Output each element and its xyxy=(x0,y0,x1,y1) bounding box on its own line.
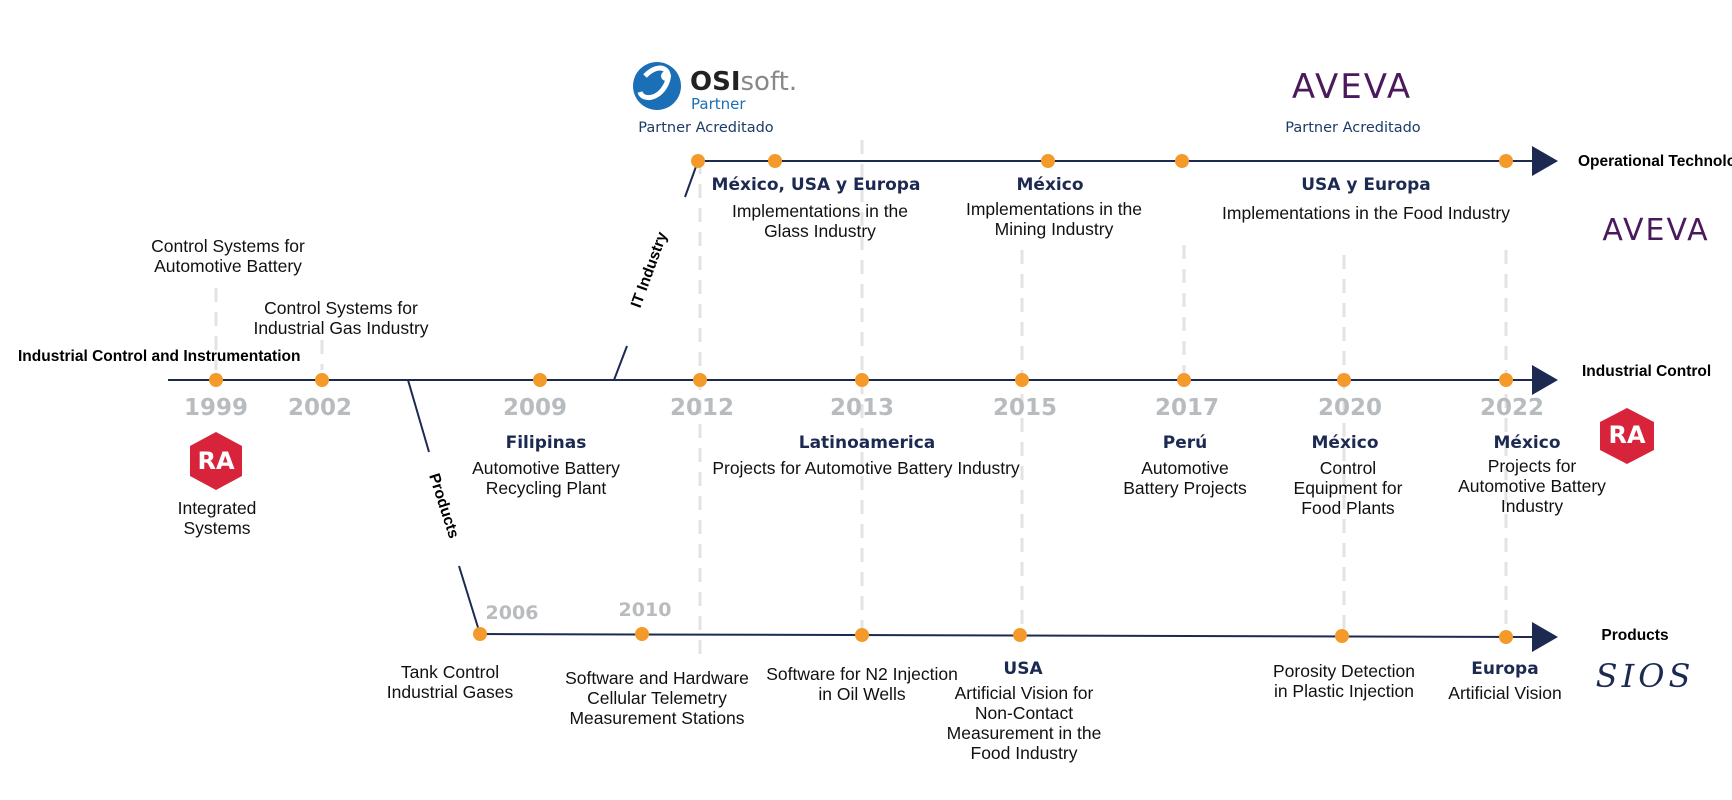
products-arrowhead xyxy=(1532,622,1558,652)
dot-p-2013 xyxy=(855,628,869,642)
ra-logo-left-icon xyxy=(190,432,242,490)
product-2022-region: Europa xyxy=(1471,659,1539,679)
ic-arrowhead xyxy=(1532,365,1558,395)
lane-label-ic: Industrial Control xyxy=(1582,363,1712,380)
year-guides xyxy=(214,140,1508,655)
sios-logo: SIOS xyxy=(1595,657,1695,695)
note-1999: Control Systems for Automotive Battery xyxy=(151,236,305,277)
osisoft-partner-label: Partner xyxy=(691,95,746,113)
ot-event-2-desc: Implementations in the Mining Industry xyxy=(965,199,1143,240)
ra-logo-right-text: RA xyxy=(1608,421,1646,449)
ot-event-1-region: México, USA y Europa xyxy=(711,175,921,195)
osisoft-logo-main: OSI xyxy=(690,67,741,97)
dot-ot-2017 xyxy=(1175,154,1189,168)
dot-ic-2009 xyxy=(533,373,547,387)
product-2015-region: USA xyxy=(1003,659,1043,679)
ic-event-2013-desc: Projects for Automotive Battery Industry xyxy=(712,458,1020,478)
ra-caption: Integrated Systems xyxy=(177,498,257,539)
dot-p-2020 xyxy=(1335,629,1349,643)
ra-logo-left-text: RA xyxy=(197,447,235,475)
arrowheads xyxy=(1532,146,1558,652)
aveva-caption: Partner Acreditado xyxy=(1285,120,1421,136)
milestone-dots xyxy=(209,154,1513,644)
dot-ot-2012 xyxy=(691,154,705,168)
product-2006-desc: Tank Control Industrial Gases xyxy=(386,662,514,703)
dot-ot-glass xyxy=(768,154,782,168)
product-2010-desc: Software and Hardware Cellular Telemetry… xyxy=(565,668,749,729)
lane-label-ot: Operational Technologies xyxy=(1578,153,1732,170)
dot-p-2006 xyxy=(473,627,487,641)
dot-ic-2020 xyxy=(1337,373,1351,387)
year-2009: 2009 xyxy=(502,395,567,421)
year-2006: 2006 xyxy=(485,602,539,624)
ic-event-2013-region: Latinoamerica xyxy=(798,433,936,453)
timeline-lines xyxy=(168,160,1536,638)
ic-event-2020-region: México xyxy=(1311,433,1379,453)
product-2022-desc: Artificial Vision xyxy=(1448,683,1562,703)
ic-event-2022-region: México xyxy=(1493,433,1561,453)
ic-event-2017-region: Perú xyxy=(1162,433,1208,453)
dot-p-2022 xyxy=(1499,630,1513,644)
product-2015-desc: Artificial Vision for Non-Contact Measur… xyxy=(946,683,1102,764)
osisoft-logo-icon xyxy=(633,62,681,110)
ic-event-2020-desc: Control Equipment for Food Plants xyxy=(1293,458,1403,519)
dot-p-2010 xyxy=(635,627,649,641)
products-branch-line xyxy=(407,379,430,453)
dot-ic-2012 xyxy=(693,373,707,387)
product-2013-desc: Software for N2 Injection in Oil Wells xyxy=(766,664,958,705)
dot-ic-2017 xyxy=(1177,373,1191,387)
year-2017: 2017 xyxy=(1154,395,1219,421)
aveva-logo-side: AVEVA xyxy=(1602,213,1710,248)
year-2022: 2022 xyxy=(1479,395,1544,421)
ic-event-2022-desc: Projects for Automotive Battery Industry xyxy=(1458,456,1606,517)
note-2002: Control Systems for Industrial Gas Indus… xyxy=(253,298,429,339)
ot-event-2-region: México xyxy=(1016,175,1084,195)
year-2012: 2012 xyxy=(669,395,734,421)
year-2010: 2010 xyxy=(618,599,672,621)
dot-ic-1999 xyxy=(209,373,223,387)
ra-logo-right-icon xyxy=(1600,408,1654,464)
osisoft-logo-suffix: soft. xyxy=(740,67,798,97)
dot-p-2015 xyxy=(1013,628,1027,642)
ot-event-3-region: USA y Europa xyxy=(1301,175,1431,195)
dot-ot-mining xyxy=(1041,154,1055,168)
year-2013: 2013 xyxy=(829,395,894,421)
dot-ic-2015 xyxy=(1015,373,1029,387)
products-line xyxy=(479,633,1536,638)
ot-event-1-desc: Implementations in the Glass Industry xyxy=(731,201,909,242)
products-branch-line-lower xyxy=(458,565,481,635)
aveva-logo-top: AVEVA xyxy=(1291,67,1413,107)
dot-ot-2022 xyxy=(1499,154,1513,168)
it-branch-line xyxy=(613,345,628,381)
lane-label-start: Industrial Control and Instrumentation xyxy=(18,348,301,365)
ic-event-2009-desc: Automotive Battery Recycling Plant xyxy=(472,458,620,499)
ot-event-3-desc: Implementations in the Food Industry xyxy=(1222,203,1510,223)
year-1999: 1999 xyxy=(183,395,248,421)
dot-ic-2013 xyxy=(855,373,869,387)
year-2020: 2020 xyxy=(1317,395,1382,421)
lane-label-products: Products xyxy=(1601,627,1669,644)
ot-arrowhead xyxy=(1532,146,1558,176)
year-2002: 2002 xyxy=(287,395,352,421)
ic-event-2009-region: Filipinas xyxy=(505,433,587,453)
dot-ic-2002 xyxy=(315,373,329,387)
year-2015: 2015 xyxy=(992,395,1057,421)
dot-ic-2022 xyxy=(1499,373,1513,387)
osisoft-caption: Partner Acreditado xyxy=(638,120,774,136)
product-2020-desc: Porosity Detection in Plastic Injection xyxy=(1272,661,1415,702)
osisoft-logo: OSIsoft. xyxy=(690,67,798,98)
ic-event-2017-desc: Automotive Battery Projects xyxy=(1123,458,1247,499)
